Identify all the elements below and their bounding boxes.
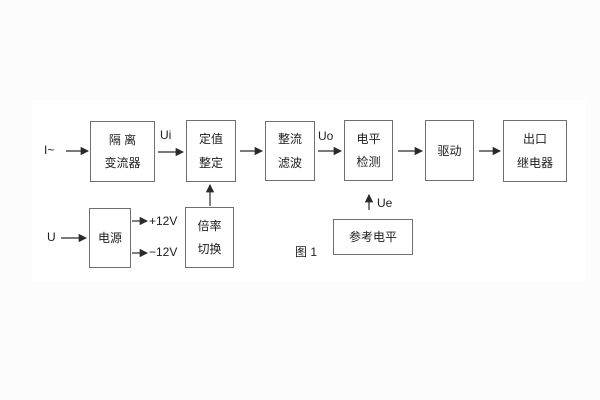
block-level-detection: 电平 检测 bbox=[344, 120, 393, 181]
block-output-relay: 出口 继电器 bbox=[503, 120, 567, 182]
block-line: 整流 bbox=[277, 132, 302, 147]
block-driver: 驱动 bbox=[425, 120, 474, 181]
block-line: 整定 bbox=[198, 156, 223, 170]
block-rectifier-filter: 整流 滤波 bbox=[265, 121, 315, 181]
block-line: 倍率 bbox=[197, 218, 222, 233]
block-line: 出口 bbox=[522, 132, 547, 146]
block-line: 参考电平 bbox=[348, 230, 397, 244]
label-plus-12v: +12V bbox=[149, 214, 178, 228]
block-line: 电源 bbox=[97, 231, 122, 245]
label-ui: Ui bbox=[160, 128, 172, 142]
block-isolation-transformer: 隔 离 变流器 bbox=[90, 121, 155, 182]
block-line: 检测 bbox=[356, 155, 381, 170]
label-minus-12v: −12V bbox=[149, 245, 178, 259]
block-ratio-switch: 倍率 切换 bbox=[185, 207, 234, 268]
block-line: 变流器 bbox=[104, 156, 141, 171]
block-line: 滤波 bbox=[277, 155, 302, 170]
block-reference-level: 参考电平 bbox=[333, 219, 413, 255]
block-line: 定值 bbox=[198, 132, 223, 146]
block-line: 隔 离 bbox=[108, 132, 137, 147]
block-line: 驱动 bbox=[437, 143, 462, 158]
block-line: 切换 bbox=[197, 242, 222, 257]
label-input-current: I~ bbox=[44, 143, 55, 157]
block-setting-adjust: 定值 整定 bbox=[186, 120, 236, 182]
label-input-voltage: U bbox=[47, 230, 56, 244]
block-line: 电平 bbox=[356, 131, 381, 146]
label-ue: Ue bbox=[377, 196, 393, 210]
figure-caption: 图 1 bbox=[295, 245, 318, 259]
block-power-supply: 电源 bbox=[89, 208, 131, 268]
block-line: 继电器 bbox=[516, 156, 553, 170]
label-uo: Uo bbox=[318, 129, 334, 143]
